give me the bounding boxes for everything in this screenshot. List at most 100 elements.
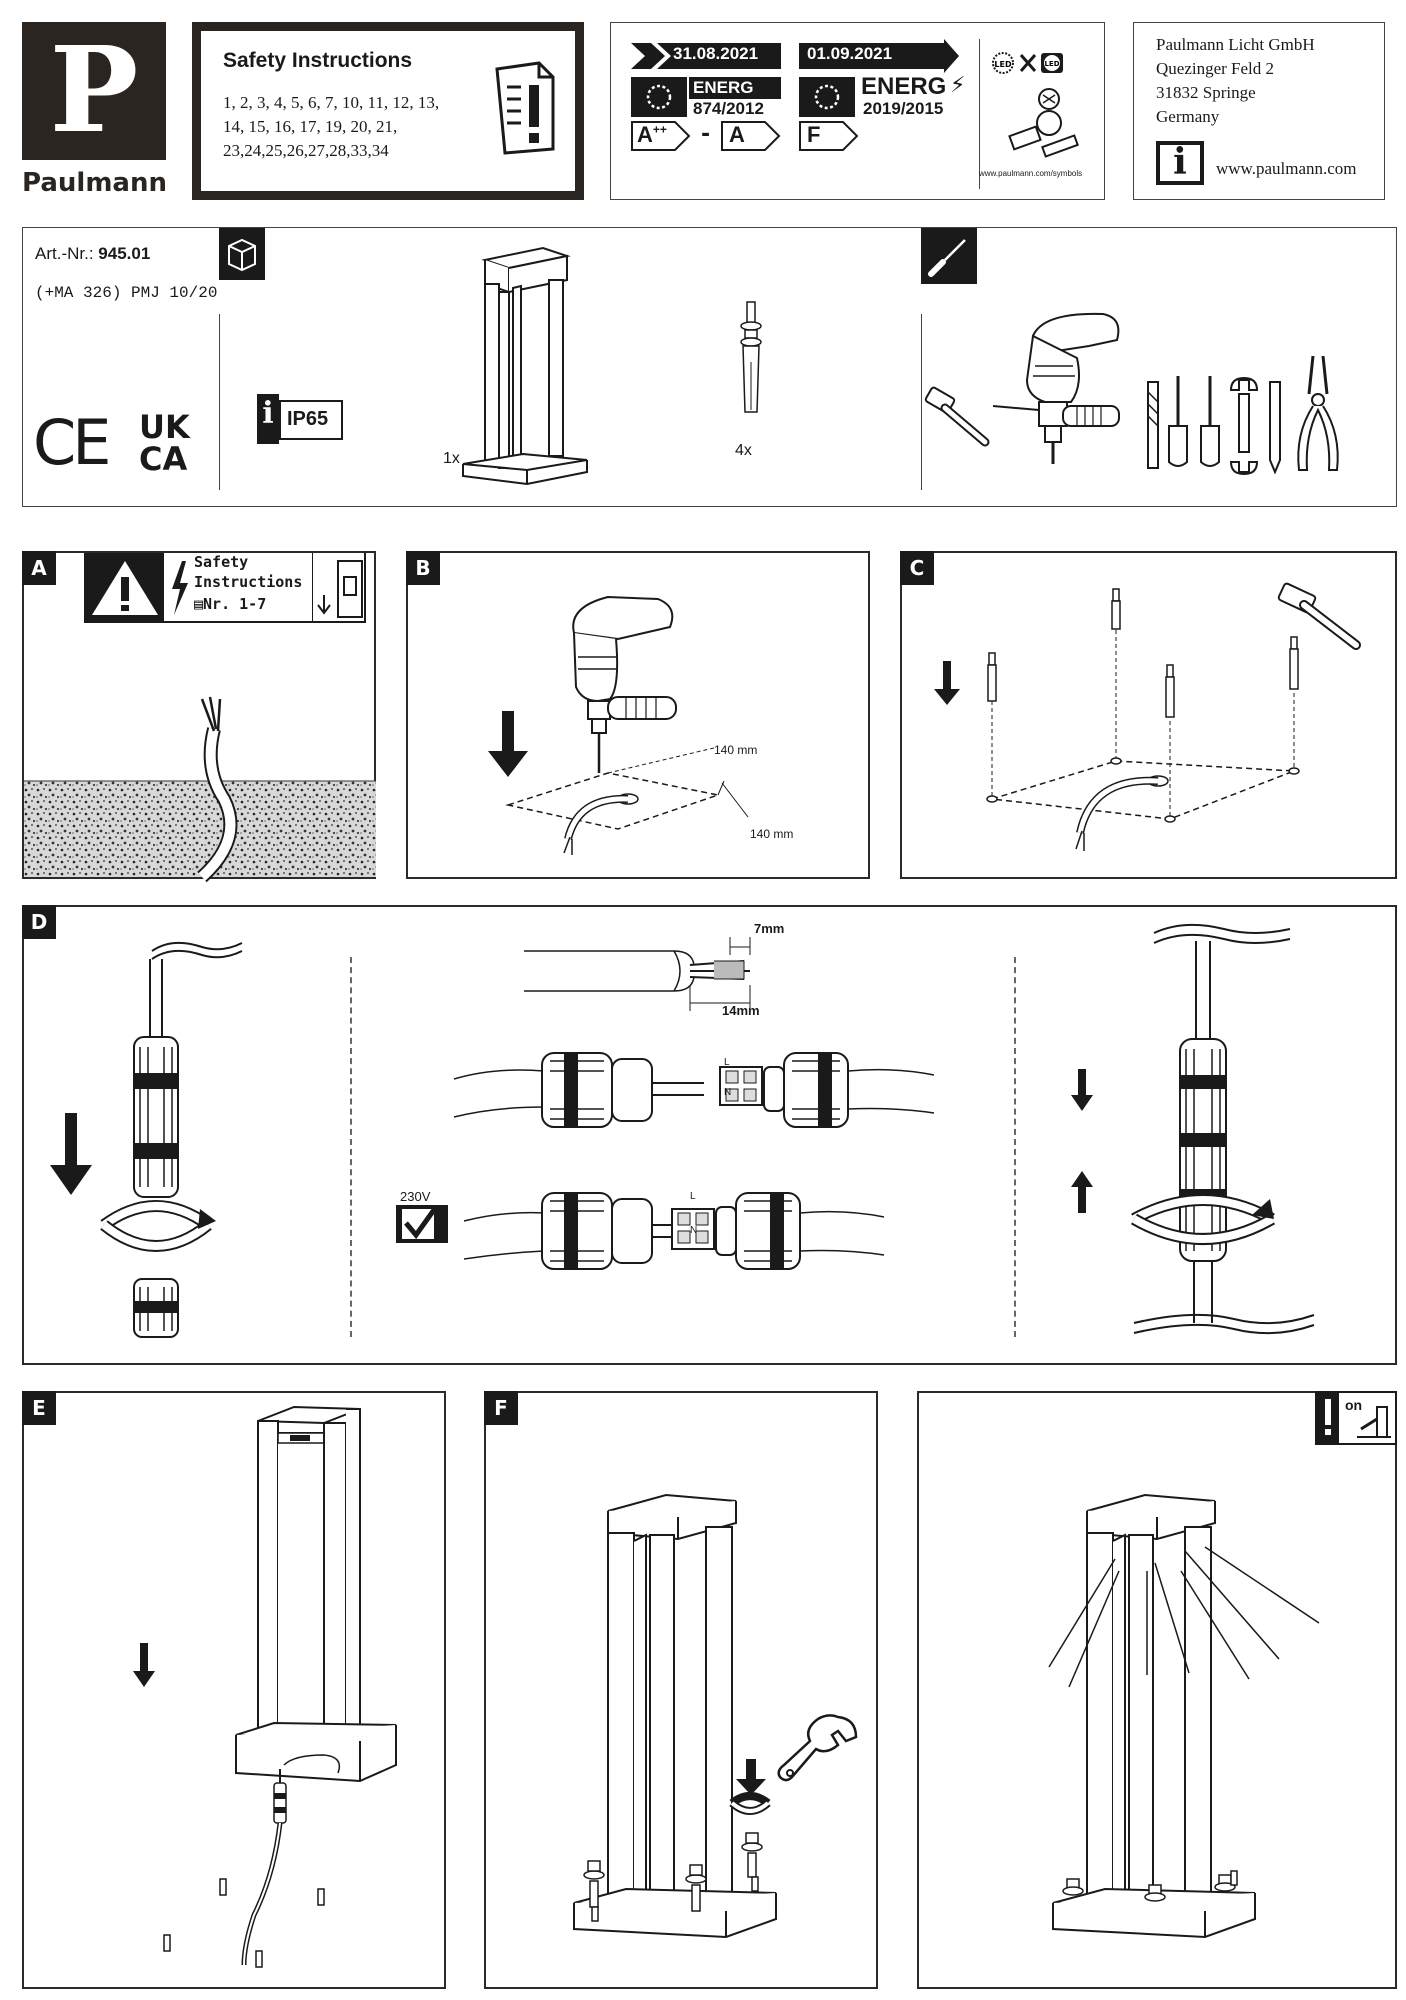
arrow-down-small-icon (133, 1643, 155, 1687)
logo-square (22, 22, 166, 160)
connector-row-2-drawing (463, 1192, 885, 1270)
reg-old: 874/2012 (693, 99, 764, 118)
drill-icon (992, 312, 1120, 464)
arrow-down-icon (50, 1113, 92, 1195)
step-e-label: E (22, 1391, 56, 1425)
energ-bolt: ⚡ (950, 73, 966, 98)
safety-title: Safety Instructions (223, 49, 413, 72)
ip-info-glyph: i (262, 396, 274, 431)
ip-rating-box: IP65 (279, 400, 343, 440)
class-arrow-from (631, 121, 691, 151)
ground-cable-drawing (24, 696, 376, 883)
step-d-divider-2 (1014, 957, 1016, 1337)
lamp-lit-drawing (1048, 1493, 1320, 1939)
class-arrow-to (721, 121, 781, 151)
connector-closed-drawing (1130, 923, 1315, 1335)
model-line: (+MA 326) PMJ 10/20 (35, 284, 218, 302)
bollard-lamp-drawing (462, 246, 588, 486)
ukca-bottom: CA (139, 440, 188, 478)
safety-a-divider (312, 553, 313, 621)
date-new: 01.09.2021 (807, 44, 893, 63)
class-sep: - (701, 122, 711, 147)
ip-rating: IP65 (287, 408, 329, 430)
company-line-4: Germany (1156, 107, 1220, 126)
safety-line-3: 23,24,25,26,27,28,33,34 (223, 141, 389, 160)
led-bulb-icon: LED LED (992, 52, 1063, 74)
eu-flag-new-icon (799, 77, 855, 117)
energ-label-new: ENERG (861, 73, 947, 100)
class-new: F (807, 122, 821, 147)
date-arrow-new (799, 39, 959, 73)
date-arrow-old (631, 43, 781, 69)
ip-info-icon: i (257, 394, 279, 444)
step-d-label: D (22, 905, 56, 939)
step-c-label: C (900, 551, 934, 585)
info-icon: i (1156, 141, 1204, 185)
voltage-label: 230V (400, 1189, 431, 1204)
attention-mark (1317, 1393, 1339, 1443)
company-line-2: Quezinger Feld 2 (1156, 59, 1275, 78)
date-old: 31.08.2021 (673, 44, 759, 63)
logo-letter: P (49, 20, 139, 159)
svg-text:LED: LED (1044, 60, 1059, 68)
safety-a-nr: Nr. 1-7 (203, 595, 267, 613)
safety-a-line2: Instructions (194, 573, 303, 591)
lamp-lowering-drawing (163, 1405, 397, 1968)
document-icon (495, 61, 555, 155)
art-number: 945.01 (98, 244, 151, 263)
drill-bit-icon (1147, 381, 1159, 469)
qty-anchor: 4x (735, 442, 752, 459)
svg-text:LED: LED (994, 60, 1012, 69)
drill-position-drawing (505, 595, 749, 855)
step-d-panel: D 7mm 14mm (22, 905, 1397, 1365)
energ-old-bg (689, 77, 781, 99)
symbols-url[interactable]: www.paulmann.com/symbols (979, 169, 1083, 178)
hammer-icon (1277, 582, 1361, 650)
lightning-icon (172, 561, 188, 615)
ce-mark: CE (33, 406, 111, 479)
energy-divider (979, 39, 980, 189)
anchors-square-drawing (986, 588, 1300, 851)
safety-line-1: 1, 2, 3, 4, 5, 6, 7, 10, 11, 12, 13, (223, 93, 440, 112)
cable-strip-drawing (524, 937, 751, 1011)
terminal-l-1: L (724, 1057, 730, 1068)
wrench-icon (777, 1714, 858, 1782)
connector-row-1-drawing (453, 1052, 935, 1128)
company-box: Paulmann Licht GmbH Quezinger Feld 2 318… (1133, 22, 1385, 200)
screwdriver-phillips-icon (1200, 376, 1220, 467)
ukca-top: UK (139, 408, 190, 446)
eu-flag-old-icon (631, 77, 687, 117)
company-website[interactable]: www.paulmann.com (1216, 159, 1357, 178)
energy-label-box: 31.08.2021 01.09.2021 ENERG 874/2012 ENE… (610, 22, 1105, 200)
step-d-divider-1 (350, 957, 352, 1337)
screwdriver-flat-icon (1168, 376, 1188, 467)
warning-icon (86, 553, 164, 623)
switch-on-icon: on (1315, 1391, 1397, 1445)
warning-header: Safety Instructions ▤Nr. 1-7 (84, 553, 366, 623)
pencil-icon (1269, 381, 1281, 475)
light-source-replace-icon (1008, 88, 1079, 158)
wrench-icon (1229, 376, 1259, 476)
safety-instructions-box: Safety Instructions 1, 2, 3, 4, 5, 6, 7,… (192, 22, 584, 200)
step-c-panel: C (900, 551, 1397, 879)
arrow-down-small-icon (934, 661, 960, 705)
safety-a-line3: ▤Nr. 1-7 (194, 595, 267, 613)
energ-label-old: ENERG (693, 78, 754, 97)
class-arrow-new (799, 121, 859, 151)
step-f-panel: F (484, 1391, 878, 1989)
step-a-label: A (22, 551, 56, 585)
box-icon (219, 228, 265, 280)
arrow-up-small-icon (1071, 1171, 1093, 1213)
breaker-icon (317, 560, 363, 618)
pliers-icon (1297, 355, 1339, 471)
terminal-n-2: N (690, 1225, 698, 1236)
step-a-panel: A Safety Instructions ▤Nr. 1-7 (22, 551, 376, 883)
checkmark-icon (396, 1205, 448, 1243)
step-f-label: F (484, 1391, 518, 1425)
on-text: on (1345, 1397, 1363, 1413)
safety-line-2: 14, 15, 16, 17, 19, 20, 21, (223, 117, 398, 136)
terminal-n-1: N (724, 1087, 732, 1098)
arrow-down-icon (488, 711, 528, 777)
company-line-3: 31832 Springe (1156, 83, 1256, 102)
company-line-1: Paulmann Licht GmbH (1156, 35, 1315, 54)
